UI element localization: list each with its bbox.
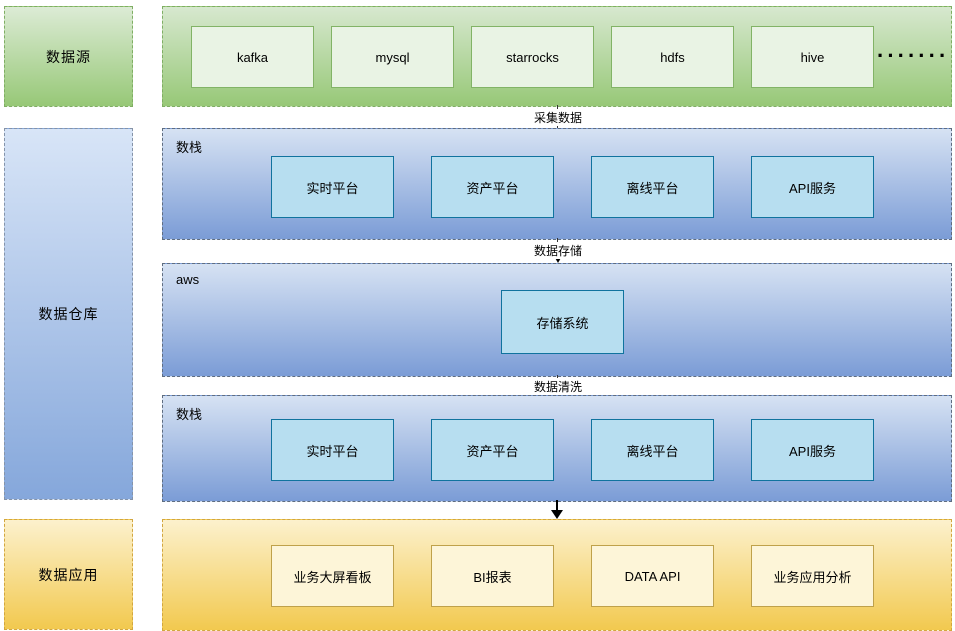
band-data-sources: kafka mysql starrocks hdfs hive ·······: [162, 6, 952, 107]
layer-label-data-source: 数据源: [4, 6, 133, 107]
band-data-applications: 业务大屏看板 BI报表 DATA API 业务应用分析: [162, 519, 952, 631]
band-stack-top-title: 数栈: [176, 140, 203, 155]
node-starrocks: starrocks: [471, 26, 594, 88]
node-hdfs: hdfs: [611, 26, 734, 88]
node-mysql: mysql: [331, 26, 454, 88]
node-offline-platform: 离线平台: [591, 156, 714, 218]
band-aws: aws 存储系统: [162, 263, 952, 377]
band-stack-top: 数栈 实时平台 资产平台 离线平台 API服务: [162, 128, 952, 240]
node-hive: hive: [751, 26, 874, 88]
layer-label-data-application: 数据应用: [4, 519, 133, 630]
connector-store-arrowhead-icon: [554, 256, 562, 263]
connector-clean-label: 数据清洗: [530, 378, 586, 395]
connector-collect-label: 采集数据: [530, 109, 586, 126]
band-aws-title: aws: [176, 272, 200, 287]
node-api-service: API服务: [751, 419, 874, 481]
node-asset-platform: 资产平台: [431, 419, 554, 481]
more-sources-ellipsis: ·······: [877, 43, 950, 68]
node-asset-platform: 资产平台: [431, 156, 554, 218]
node-data-api: DATA API: [591, 545, 714, 607]
band-stack-bottom: 数栈 实时平台 资产平台 离线平台 API服务: [162, 395, 952, 502]
connector-store-label: 数据存储: [530, 242, 586, 259]
node-kafka: kafka: [191, 26, 314, 88]
node-dashboard-bigscreen: 业务大屏看板: [271, 545, 394, 607]
node-offline-platform: 离线平台: [591, 419, 714, 481]
node-realtime-platform: 实时平台: [271, 156, 394, 218]
connector-apply-line: [556, 500, 558, 512]
node-api-service: API服务: [751, 156, 874, 218]
node-business-analysis: 业务应用分析: [751, 545, 874, 607]
connector-apply-arrowhead-icon: [551, 510, 563, 519]
node-bi-report: BI报表: [431, 545, 554, 607]
band-stack-bottom-title: 数栈: [176, 407, 203, 422]
node-storage-system: 存储系统: [501, 290, 624, 354]
layer-label-data-warehouse: 数据仓库: [4, 128, 133, 500]
node-realtime-platform: 实时平台: [271, 419, 394, 481]
